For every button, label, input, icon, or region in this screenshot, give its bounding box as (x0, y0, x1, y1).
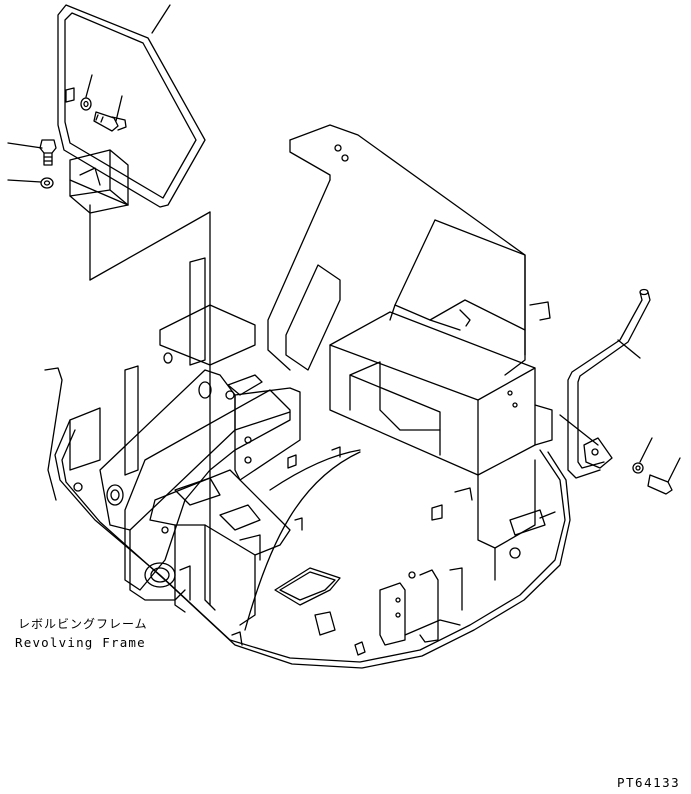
window-guard (58, 5, 205, 213)
leader-line-window-guard (152, 5, 170, 33)
part-name-en-label: Revolving Frame (15, 635, 146, 650)
pipe-assembly (560, 290, 680, 495)
drawing-code-label: PT64133 (617, 775, 681, 790)
part-name-jp-label: レボルビングフレーム (18, 617, 148, 631)
bolt-washer-left (8, 140, 56, 188)
bolt-washer-upper (81, 75, 126, 131)
detail-callout-lines (70, 180, 210, 605)
revolving-frame (45, 125, 570, 668)
